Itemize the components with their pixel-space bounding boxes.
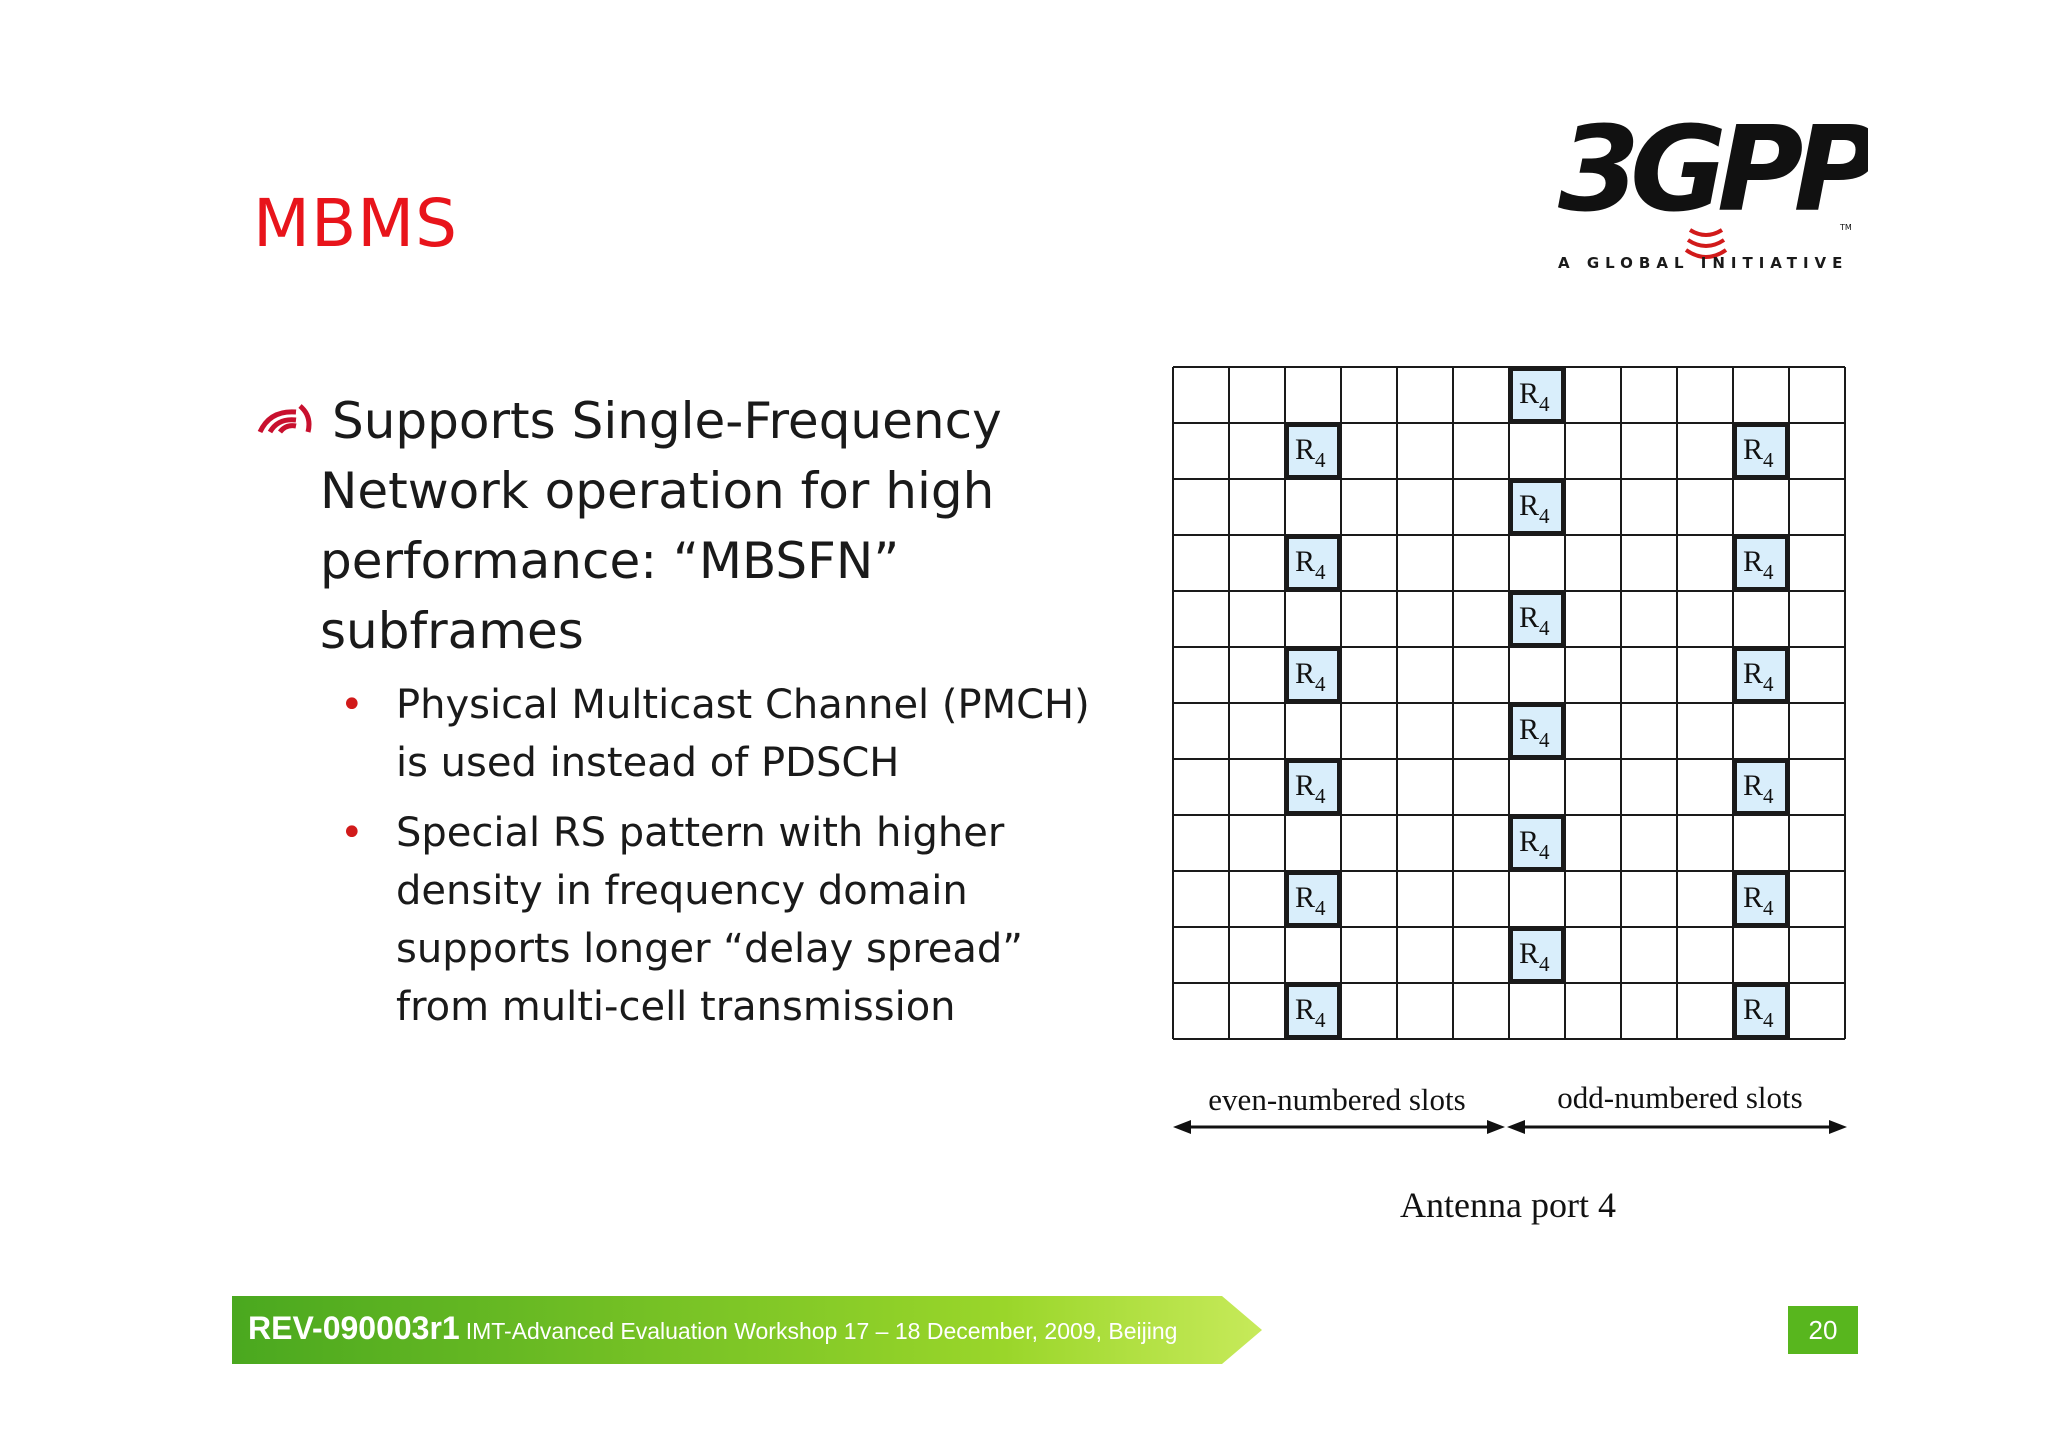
sub-bullet-rs-pattern: • Special RS pattern with higher density… [340, 804, 1120, 1036]
rs-label: R4 [1295, 769, 1326, 808]
rs-cell-box [1733, 871, 1789, 927]
3gpp-logo: 3GPP TM [1558, 100, 1868, 259]
sub-bullet-line: is used instead of PDSCH [396, 740, 900, 786]
rs-cell: R4 [1733, 535, 1789, 591]
rs-cell-box [1509, 703, 1565, 759]
bullet-dot: • [340, 682, 364, 728]
rs-cell-box [1509, 927, 1565, 983]
rs-subscript: 4 [1539, 616, 1550, 640]
rs-cell: R4 [1285, 647, 1341, 703]
rs-subscript: 4 [1763, 448, 1774, 472]
rs-cell-box [1733, 535, 1789, 591]
rs-cell-box [1509, 815, 1565, 871]
even-slots-label: even-numbered slots [1208, 1082, 1465, 1117]
rs-cell: R4 [1733, 983, 1789, 1039]
rs-cell: R4 [1509, 927, 1565, 983]
rs-subscript: 4 [1539, 392, 1550, 416]
event-name: IMT-Advanced Evaluation Workshop 17 – 18… [465, 1318, 1178, 1344]
footer-bar [232, 1296, 1262, 1364]
page-number: 20 [1788, 1306, 1858, 1354]
rs-cell: R4 [1285, 423, 1341, 479]
slide-title: MBMS [253, 185, 459, 262]
signal-waves-icon [257, 404, 312, 434]
rs-cell-box [1733, 647, 1789, 703]
sub-bullet-pmch: • Physical Multicast Channel (PMCH) is u… [340, 676, 1120, 792]
trademark-mark: TM [1839, 223, 1852, 232]
sub-bullet-line: density in frequency domain [396, 868, 968, 914]
rs-cell: R4 [1285, 535, 1341, 591]
rs-subscript: 4 [1763, 560, 1774, 584]
rs-cell-box [1733, 983, 1789, 1039]
sub-bullet-line: supports longer “delay spread” [396, 926, 1023, 972]
rs-subscript: 4 [1539, 728, 1550, 752]
rs-subscript: 4 [1315, 560, 1326, 584]
rs-subscript: 4 [1315, 896, 1326, 920]
main-bullet-line: Network operation for high [320, 462, 995, 520]
main-bullet-line: Supports Single-Frequency [332, 392, 1002, 450]
main-bullet-line: performance: “MBSFN” [320, 532, 900, 590]
rs-cell-box [1285, 759, 1341, 815]
sub-bullet-line: Physical Multicast Channel (PMCH) [396, 682, 1090, 728]
rs-cell: R4 [1509, 479, 1565, 535]
main-bullet: Supports Single-Frequency Network operat… [320, 386, 1080, 666]
rs-subscript: 4 [1315, 784, 1326, 808]
rs-subscript: 4 [1315, 1008, 1326, 1032]
rs-subscript: 4 [1539, 952, 1550, 976]
rs-subscript: 4 [1539, 840, 1550, 864]
rs-cell: R4 [1509, 703, 1565, 759]
rs-label: R4 [1295, 657, 1326, 696]
rs-subscript: 4 [1763, 784, 1774, 808]
odd-slots-label: odd-numbered slots [1557, 1080, 1802, 1115]
rs-cell-box [1285, 423, 1341, 479]
logo-wordmark: 3GPP [1558, 100, 1868, 238]
rs-subscript: 4 [1763, 896, 1774, 920]
rs-subscript: 4 [1763, 672, 1774, 696]
rs-subscript: 4 [1539, 504, 1550, 528]
rs-cell: R4 [1733, 423, 1789, 479]
document-id: REV-090003r1 [248, 1310, 460, 1346]
rs-label: R4 [1519, 713, 1550, 752]
sub-bullet-line: from multi-cell transmission [396, 984, 956, 1030]
rs-cell: R4 [1509, 591, 1565, 647]
rs-cell-box [1509, 479, 1565, 535]
rs-cell-box [1733, 759, 1789, 815]
rs-cell: R4 [1733, 647, 1789, 703]
rs-cell-box [1733, 423, 1789, 479]
rs-subscript: 4 [1763, 1008, 1774, 1032]
main-bullet-line: subframes [320, 602, 584, 660]
slot-arrows [1173, 1120, 1847, 1134]
rs-subscript: 4 [1315, 672, 1326, 696]
rs-cell-box [1285, 983, 1341, 1039]
sub-bullet-line: Special RS pattern with higher [396, 810, 1005, 856]
rs-cell: R4 [1509, 367, 1565, 423]
bullet-dot: • [340, 810, 364, 856]
logo-tagline: A GLOBAL INITIATIVE [1558, 254, 1849, 272]
rs-cell-box [1509, 591, 1565, 647]
sub-bullet-list: • Physical Multicast Channel (PMCH) is u… [340, 676, 1120, 1048]
rs-cell-box [1509, 367, 1565, 423]
rs-subscript: 4 [1315, 448, 1326, 472]
rs-cell: R4 [1733, 759, 1789, 815]
rs-cell: R4 [1509, 815, 1565, 871]
rs-cell-box [1285, 871, 1341, 927]
rs-cell: R4 [1285, 759, 1341, 815]
rs-cell: R4 [1285, 871, 1341, 927]
antenna-port-caption: Antenna port 4 [1400, 1185, 1616, 1225]
rs-cell-box [1285, 535, 1341, 591]
rs-cell: R4 [1733, 871, 1789, 927]
rs-cell: R4 [1285, 983, 1341, 1039]
rs-cell-box [1285, 647, 1341, 703]
